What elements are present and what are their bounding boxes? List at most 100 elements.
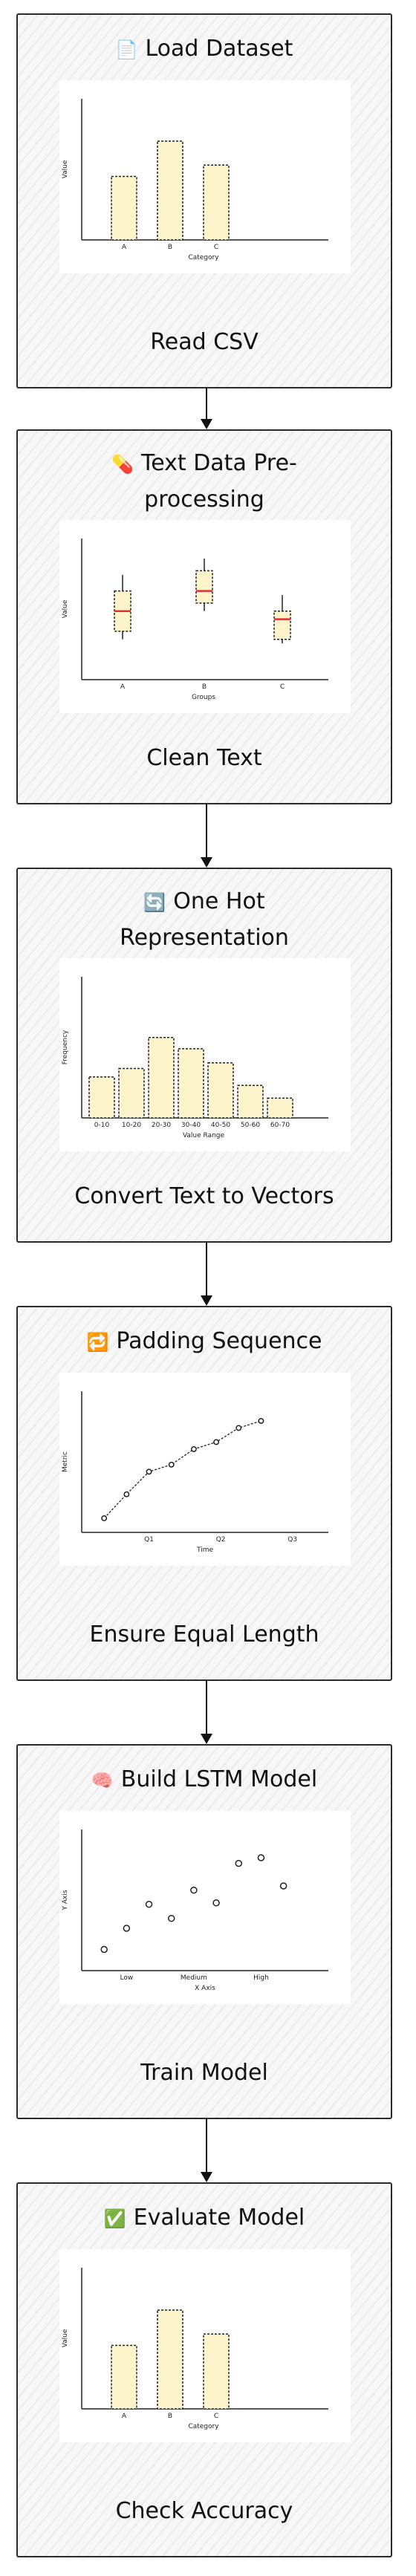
x-tick-label: 40-50 bbox=[211, 1122, 230, 1129]
bar bbox=[157, 140, 183, 241]
arrow-head bbox=[201, 1295, 212, 1306]
x-axis-label: Groups bbox=[192, 694, 215, 701]
data-point bbox=[101, 1515, 108, 1521]
step-title-text: One Hot bbox=[173, 888, 265, 914]
data-point bbox=[257, 1854, 265, 1861]
y-axis-label: Value bbox=[62, 599, 69, 618]
y-axis-label: Frequency bbox=[62, 1030, 69, 1064]
step-title-line: Representation bbox=[18, 920, 391, 956]
y-axis-label: Y Axis bbox=[62, 1890, 69, 1910]
check-icon: ✅ bbox=[103, 2208, 126, 2229]
step-title: 🔁 Padding Sequence bbox=[18, 1324, 391, 1360]
bar bbox=[207, 1062, 234, 1119]
bar bbox=[267, 1097, 293, 1119]
flow-arrow bbox=[201, 1681, 212, 1744]
data-point bbox=[123, 1491, 130, 1497]
data-point bbox=[145, 1900, 153, 1908]
step-title-text: processing bbox=[144, 487, 264, 513]
step-caption: Clean Text bbox=[146, 745, 262, 771]
step-title-text: Text Data Pre- bbox=[140, 450, 297, 476]
step-title-text: Padding Sequence bbox=[116, 1328, 322, 1354]
step-title: 🧠Build LSTM Model bbox=[18, 1762, 391, 1798]
step-title-text: Evaluate Model bbox=[133, 2205, 305, 2231]
data-point bbox=[212, 1899, 220, 1907]
step-title-line: processing bbox=[18, 482, 391, 518]
x-tick-label: B bbox=[168, 244, 172, 251]
x-axis-label: X Axis bbox=[195, 1985, 215, 1992]
step-title-line: 🔁 Padding Sequence bbox=[18, 1324, 391, 1360]
x-tick-label: High bbox=[253, 1974, 269, 1982]
bar bbox=[148, 1036, 175, 1119]
bar bbox=[178, 1048, 204, 1119]
arrow-head bbox=[201, 857, 212, 868]
data-point bbox=[235, 1425, 242, 1431]
step-title-line: 💊 Text Data Pre- bbox=[18, 446, 391, 482]
x-tick-label: B bbox=[168, 2413, 172, 2420]
x-tick-label: Q1 bbox=[144, 1536, 154, 1544]
x-axis-label: Category bbox=[188, 254, 219, 261]
data-point bbox=[167, 1914, 175, 1922]
x-tick-label: 50-60 bbox=[241, 1122, 260, 1129]
x-tick-label: 0-10 bbox=[94, 1122, 110, 1129]
y-axis-label: Value bbox=[62, 160, 69, 178]
bar bbox=[237, 1084, 264, 1119]
step-title: ✅ Evaluate Model bbox=[18, 2200, 391, 2237]
x-tick-label: Low bbox=[120, 1974, 133, 1982]
x-tick-label: A bbox=[120, 683, 126, 691]
step-title-text: Load Dataset bbox=[145, 36, 293, 62]
step-caption: Convert Text to Vectors bbox=[74, 1183, 334, 1209]
brain-icon: 🧠 bbox=[91, 1770, 114, 1791]
box-body bbox=[195, 570, 213, 604]
flow-arrow bbox=[201, 388, 212, 429]
flow-arrow bbox=[201, 804, 212, 868]
series-line bbox=[103, 1420, 261, 1519]
y-axis-label: Metric bbox=[62, 1451, 69, 1472]
pill-icon: 💊 bbox=[111, 454, 134, 475]
refresh-icon: 🔄 bbox=[143, 892, 166, 913]
bar bbox=[118, 1067, 145, 1119]
bar bbox=[111, 2344, 137, 2410]
step-caption: Read CSV bbox=[150, 329, 259, 355]
data-point bbox=[235, 1859, 243, 1867]
bar bbox=[157, 2309, 183, 2410]
x-tick-label: Q3 bbox=[287, 1536, 297, 1544]
x-tick-label: B bbox=[202, 683, 207, 691]
x-tick-label: C bbox=[214, 244, 218, 251]
data-point bbox=[123, 1925, 131, 1932]
step-title-line: 📄 Load Dataset bbox=[18, 31, 391, 68]
y-axis-label: Value bbox=[62, 2329, 69, 2347]
page-icon: 📄 bbox=[115, 39, 138, 60]
step-title-line: ✅ Evaluate Model bbox=[18, 2200, 391, 2237]
x-tick-label: 10-20 bbox=[122, 1122, 141, 1129]
x-axis-label: Time bbox=[196, 1546, 213, 1554]
repeat-icon: 🔁 bbox=[86, 1332, 109, 1353]
step-title-line: 🧠Build LSTM Model bbox=[18, 1762, 391, 1798]
arrow-head bbox=[201, 1734, 212, 1744]
x-tick-label: A bbox=[122, 2413, 127, 2420]
bar bbox=[111, 175, 137, 241]
data-point bbox=[213, 1439, 220, 1445]
box-body bbox=[273, 610, 291, 640]
step-caption: Ensure Equal Length bbox=[89, 1622, 319, 1648]
x-tick-label: A bbox=[122, 244, 127, 251]
data-point bbox=[168, 1461, 175, 1468]
data-point bbox=[279, 1882, 287, 1890]
arrow-head bbox=[201, 419, 212, 429]
